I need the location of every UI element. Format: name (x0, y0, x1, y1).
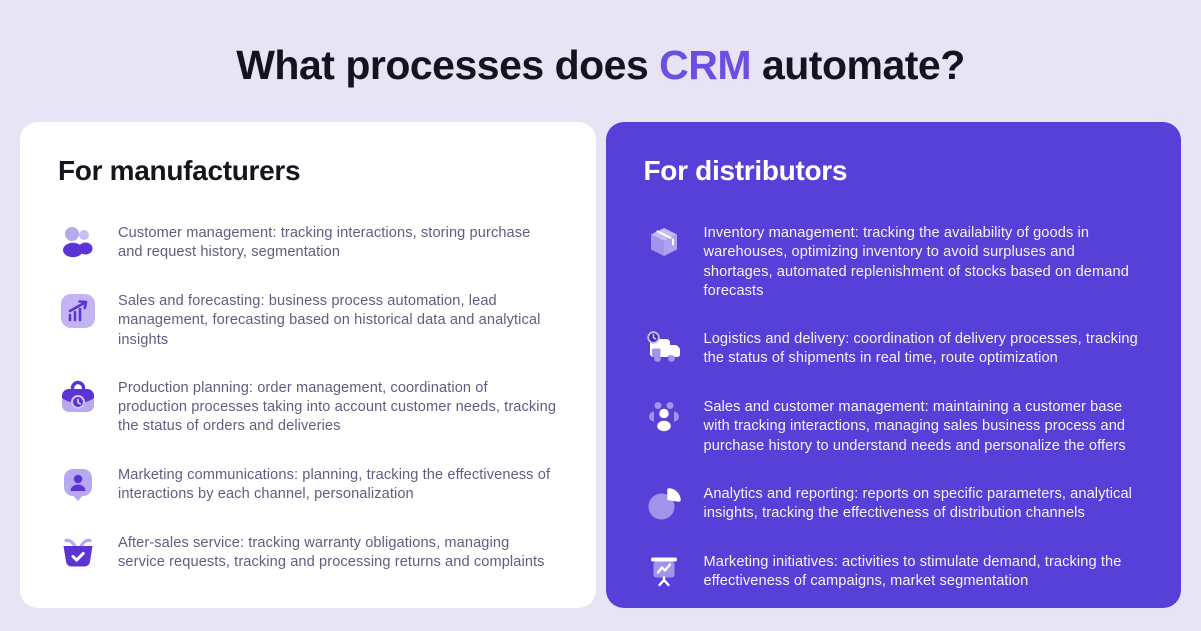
item-text: Marketing communications: planning, trac… (118, 466, 551, 503)
list-item: Marketing communications: planning, trac… (58, 465, 558, 505)
list-item: Inventory management: tracking the avail… (644, 223, 1144, 301)
manufacturers-heading: For manufacturers (58, 155, 301, 186)
item-text: Customer management: tracking interactio… (118, 225, 531, 261)
sales-forecast-chart-icon (58, 291, 98, 331)
list-item: Sales and forecasting: business process … (58, 291, 558, 350)
marketing-chat-icon (58, 465, 98, 505)
analytics-pie-icon (644, 484, 684, 524)
after-sales-basket-icon (58, 533, 98, 573)
inventory-box-icon (644, 223, 684, 263)
item-text: Logistics and delivery: coordination of … (703, 331, 1138, 367)
list-item: Analytics and reporting: reports on spec… (644, 484, 1144, 524)
customers-icon (58, 223, 98, 263)
production-briefcase-icon (58, 378, 98, 418)
item-text: Inventory management: tracking the avail… (703, 225, 1129, 299)
distributors-heading: For distributors (643, 155, 848, 186)
marketing-presentation-icon (644, 552, 684, 592)
distributors-items: Inventory management: tracking the avail… (644, 223, 1144, 592)
logistics-truck-icon (644, 329, 684, 369)
list-item: Sales and customer management: maintaini… (644, 397, 1144, 456)
manufacturers-panel: For manufacturers Customer management: t… (20, 122, 596, 608)
item-text: Analytics and reporting: reports on spec… (703, 486, 1133, 522)
list-item: After-sales service: tracking warranty o… (58, 533, 558, 573)
page-title: What processes does CRM automate? (0, 0, 1201, 89)
manufacturers-items: Customer management: tracking interactio… (58, 223, 558, 573)
item-text: After-sales service: tracking warranty o… (118, 534, 545, 571)
item-text: Sales and forecasting: business process … (118, 293, 541, 348)
item-text: Sales and customer management: maintaini… (703, 399, 1126, 454)
list-item: Production planning: order management, c… (58, 378, 558, 437)
title-highlight-crm: CRM (659, 42, 752, 88)
item-text: Marketing initiatives: activities to sti… (703, 554, 1122, 590)
distributors-panel: For distributors Inventory management: t… (605, 122, 1181, 608)
item-text: Production planning: order management, c… (118, 379, 557, 435)
list-item: Customer management: tracking interactio… (58, 223, 558, 263)
title-suffix: automate? (751, 42, 965, 88)
list-item: Marketing initiatives: activities to sti… (644, 552, 1144, 592)
customer-base-icon (644, 397, 684, 437)
list-item: Logistics and delivery: coordination of … (644, 329, 1144, 369)
title-prefix: What processes does (236, 42, 660, 88)
panels-container: For manufacturers Customer management: t… (20, 122, 1181, 608)
